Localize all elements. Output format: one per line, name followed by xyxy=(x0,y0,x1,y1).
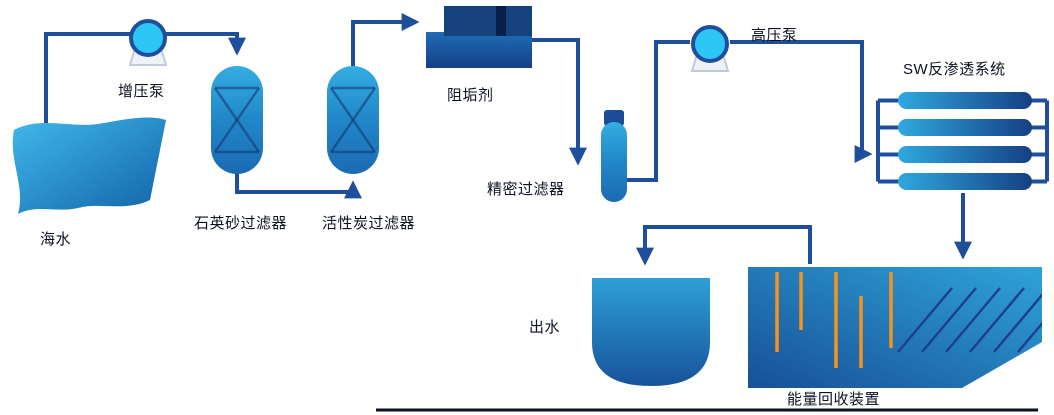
label-antiscalant: 阻垢剂 xyxy=(447,87,494,104)
label-energy-recovery: 能量回收装置 xyxy=(787,391,881,408)
label-sand-filter: 石英砂过滤器 xyxy=(194,215,288,232)
carbon-filter-vessel xyxy=(327,66,379,174)
flow-arrow-to-product-tank xyxy=(636,225,812,266)
product-water-tank xyxy=(592,278,710,386)
flow-arrow-antiscalant-down xyxy=(532,38,587,166)
flow-lines xyxy=(44,13,972,266)
energy-recovery-hatch xyxy=(897,287,1042,353)
antiscalant-dosing-unit xyxy=(426,6,532,68)
flow-arrow-sand-to-carbon xyxy=(235,172,362,199)
flow-line-filter-to-hp-pump xyxy=(626,40,690,182)
energy-recovery-unit xyxy=(748,267,1042,388)
precision-filter xyxy=(601,110,627,202)
flow-line-source-to-pump xyxy=(44,32,132,128)
ro-header-piping xyxy=(876,98,1049,184)
flow-arrow-pump-to-sand-filter xyxy=(164,32,246,56)
label-precision-filter: 精密过滤器 xyxy=(487,181,565,198)
label-carbon-filter: 活性炭过滤器 xyxy=(322,215,416,232)
label-high-pressure-pump: 高压泵 xyxy=(751,27,798,44)
label-product-water: 出水 xyxy=(529,319,561,336)
flow-arrow-pump-to-ro xyxy=(730,40,873,163)
sand-filter-vessel xyxy=(211,66,263,174)
booster-pump-icon xyxy=(128,19,168,66)
label-ro-system: SW反渗透系统 xyxy=(903,61,1006,78)
seawater-source-shape xyxy=(12,117,167,214)
ro-membrane-rack xyxy=(898,92,1032,190)
label-feed-pump: 增压泵 xyxy=(118,83,165,100)
flow-arrow-carbon-to-antiscalant xyxy=(351,13,420,66)
energy-recovery-bars xyxy=(775,272,893,368)
label-seawater: 海水 xyxy=(40,231,72,248)
high-pressure-pump-icon xyxy=(690,25,730,72)
